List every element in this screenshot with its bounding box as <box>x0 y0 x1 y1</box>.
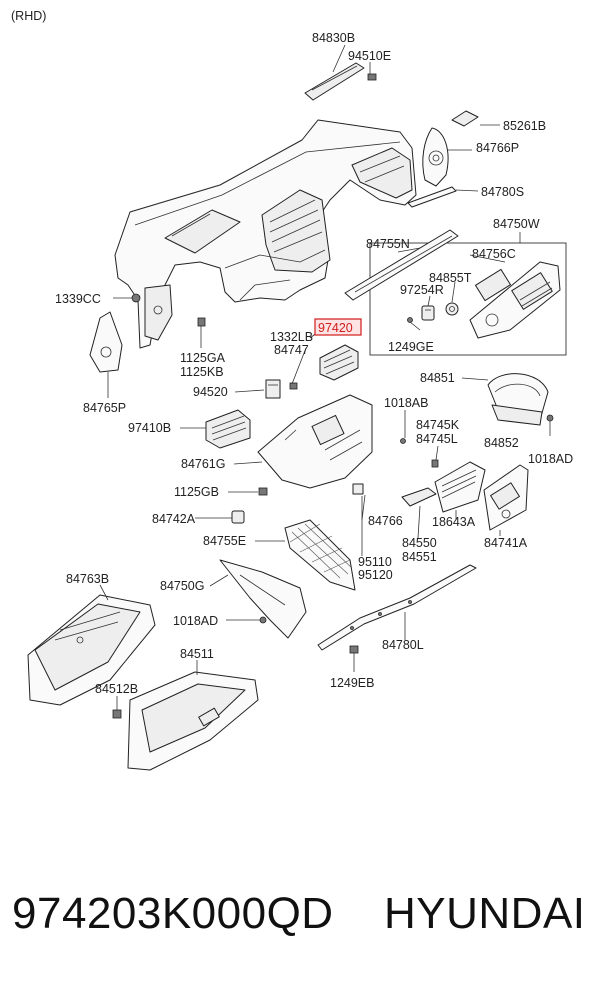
part-84750W-group <box>369 242 567 356</box>
label-84511[interactable]: 84511 <box>180 647 214 661</box>
footer-part-number: 974203K000QD <box>12 889 334 938</box>
label-1125KB[interactable]: 1125KB <box>180 365 224 379</box>
label-84852[interactable]: 84852 <box>484 436 519 450</box>
label-18643A[interactable]: 84766 <box>368 514 403 528</box>
dashboard-main-drawing <box>114 119 417 349</box>
part-84780S-drawing <box>407 186 457 208</box>
part-84855T-drawing <box>445 302 459 316</box>
label-1249EB[interactable]: 1249EB <box>330 676 374 690</box>
part-1018AB-drawing <box>400 438 406 444</box>
label-84761G[interactable]: 84761G <box>181 457 225 471</box>
label-84512B[interactable]: 84512B <box>95 682 138 696</box>
part-84747-drawing <box>289 382 298 390</box>
label-1332LB[interactable]: 1332LB <box>270 330 313 344</box>
label-84765P[interactable]: 84765P <box>83 401 126 415</box>
part-97254R-drawing <box>421 305 435 321</box>
label-84750G[interactable]: 84750G <box>160 579 204 593</box>
part-84755N-drawing <box>344 229 459 301</box>
highlighted-part-marker[interactable]: 97420 <box>314 318 362 336</box>
leader-lines <box>99 44 521 710</box>
variant-label: (RHD) <box>11 9 46 23</box>
label-84766P[interactable]: 84766P <box>476 141 519 155</box>
label-84851[interactable]: 84851 <box>420 371 455 385</box>
label-84742A[interactable]: 18643A <box>432 515 476 529</box>
part-1018AD-r-drawing <box>546 414 554 436</box>
part-84741A-drawing <box>483 464 529 531</box>
label-95120[interactable]: 95120 <box>358 568 393 582</box>
part-84766-drawing <box>231 510 245 524</box>
part-1018AD-l-drawing <box>259 616 267 624</box>
label-1018AD-right[interactable]: 1018AD <box>528 452 573 466</box>
label-95110[interactable]: 95110 <box>358 555 392 569</box>
label-97420[interactable]: 97420 <box>318 321 353 335</box>
part-84780L-drawing <box>317 564 477 651</box>
part-84765P-drawing <box>89 311 123 373</box>
part-84763B-drawing <box>27 594 156 706</box>
part-97410B-drawing <box>205 409 251 449</box>
label-84780L[interactable]: 84780L <box>382 638 424 652</box>
label-1125GB[interactable]: 1125GB <box>174 485 219 499</box>
part-1249EB-drawing <box>349 645 359 672</box>
label-84855T[interactable]: 84855T <box>429 271 472 285</box>
label-84750W[interactable]: 84750W <box>493 217 540 231</box>
label-84766[interactable]: 84742A <box>152 512 196 526</box>
part-1249GE-drawing <box>407 317 421 331</box>
label-84755N[interactable]: 84755N <box>366 237 410 251</box>
label-84741A[interactable]: 84741A <box>484 536 528 550</box>
part-84756C-drawing <box>469 261 561 339</box>
label-1018AB[interactable]: 1018AB <box>384 396 428 410</box>
label-84745L[interactable]: 84745L <box>416 432 458 446</box>
label-84755E[interactable]: 84755E <box>203 534 246 548</box>
label-1339CC[interactable]: 1339CC <box>55 292 101 306</box>
label-84780S[interactable]: 84780S <box>481 185 524 199</box>
part-94520-drawing <box>265 379 281 399</box>
label-85261B[interactable]: 85261B <box>503 119 546 133</box>
part-1125GA-drawing <box>197 317 206 348</box>
label-84830B[interactable]: 84830B <box>312 31 355 45</box>
part-84830B-drawing <box>304 62 365 101</box>
label-97410B[interactable]: 97410B <box>128 421 171 435</box>
label-97254R[interactable]: 97254R <box>400 283 444 297</box>
part-84511-drawing <box>127 671 259 771</box>
footer-brand: HYUNDAI <box>384 889 586 938</box>
part-84755E-drawing <box>284 519 356 591</box>
part-94510E-drawing <box>367 73 377 81</box>
label-84747[interactable]: 84747 <box>274 343 309 357</box>
part-97420-drawing <box>319 344 359 381</box>
label-1125GA[interactable]: 1125GA <box>180 351 226 365</box>
part-1339CC-drawing <box>131 293 141 303</box>
part-84750G-drawing <box>219 559 307 639</box>
part-18643A-drawing <box>352 483 364 495</box>
label-84756C[interactable]: 84756C <box>472 247 516 261</box>
label-84745K[interactable]: 84745K <box>416 418 460 432</box>
part-84852-drawing <box>491 404 543 426</box>
part-84742A-drawing <box>434 461 486 513</box>
part-84512B-drawing <box>112 709 122 719</box>
label-1018AD-left[interactable]: 1018AD <box>173 614 218 628</box>
label-94510E[interactable]: 94510E <box>348 49 391 63</box>
part-84550-drawing <box>401 487 437 507</box>
label-1249GE[interactable]: 1249GE <box>388 340 434 354</box>
label-84763B[interactable]: 84763B <box>66 572 109 586</box>
part-84745K-drawing <box>431 459 439 468</box>
part-84761G-drawing <box>257 394 373 489</box>
part-1125GB-drawing <box>258 487 268 496</box>
label-84551[interactable]: 84551 <box>402 550 437 564</box>
label-84550[interactable]: 84550 <box>402 536 437 550</box>
part-84766P-drawing <box>422 127 449 187</box>
label-94520[interactable]: 94520 <box>193 385 228 399</box>
part-85261B-drawing <box>451 110 479 127</box>
